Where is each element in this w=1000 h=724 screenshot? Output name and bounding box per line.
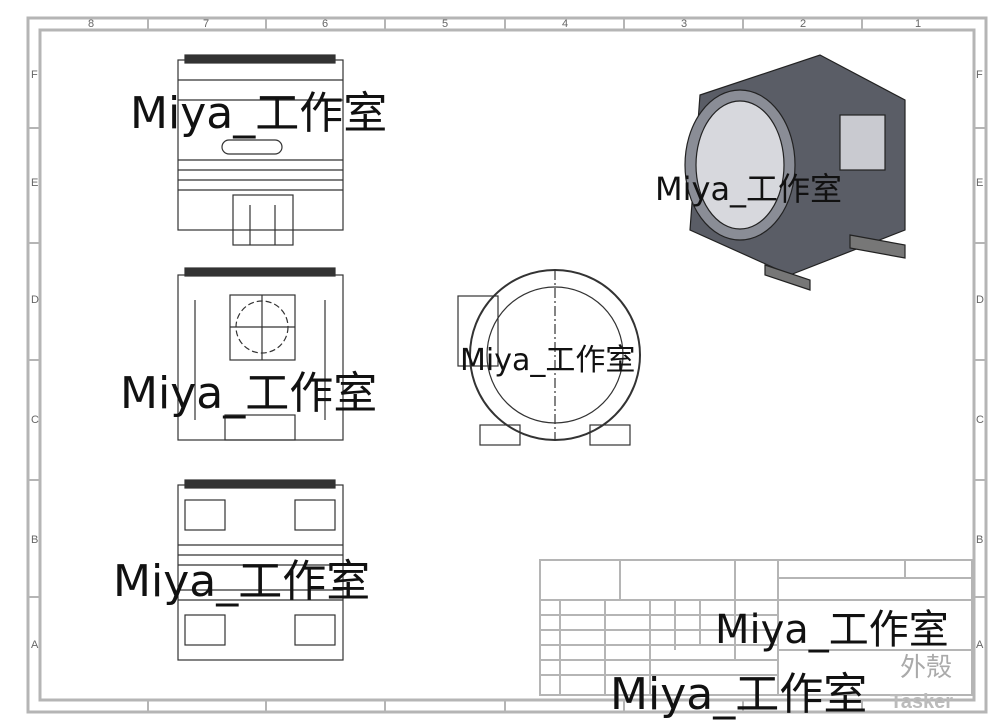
watermark: Miya_工作室: [130, 88, 388, 139]
title-block: [539, 559, 973, 696]
watermark: Miya_工作室: [715, 607, 949, 653]
column-label: 1: [915, 18, 922, 30]
row-label: C: [976, 414, 984, 426]
row-label: D: [31, 294, 39, 306]
watermark: Miya_工作室: [460, 343, 636, 378]
row-label: E: [976, 177, 984, 189]
zone-ticks: [28, 18, 986, 712]
row-label: F: [31, 69, 38, 81]
column-label: 5: [442, 18, 449, 30]
row-label: C: [31, 414, 39, 426]
row-label: D: [976, 294, 984, 306]
watermark: Miya_工作室: [655, 170, 843, 208]
column-label: 4: [562, 18, 569, 30]
bottom-view: [177, 479, 344, 661]
column-label: 6: [322, 18, 329, 30]
front-view: [177, 267, 344, 441]
watermark: Miya_工作室: [120, 368, 378, 419]
row-label: E: [31, 177, 39, 189]
row-label: A: [976, 639, 984, 651]
sheet-frame: [26, 16, 988, 714]
column-label: 7: [203, 18, 210, 30]
watermark: Miya_工作室: [610, 669, 868, 720]
row-label: A: [31, 639, 39, 651]
column-label: 8: [88, 18, 95, 30]
row-label: B: [31, 534, 39, 546]
watermark: Miya_工作室: [113, 556, 371, 607]
column-label: 2: [800, 18, 807, 30]
column-label: 3: [681, 18, 688, 30]
side-view: [457, 269, 641, 446]
top-view: [177, 54, 344, 246]
isometric-view: [684, 54, 906, 291]
row-label: B: [976, 534, 984, 546]
part-name: 外殼: [900, 653, 953, 683]
row-label: F: [976, 69, 983, 81]
tasker-logo: Tasker: [890, 691, 954, 713]
